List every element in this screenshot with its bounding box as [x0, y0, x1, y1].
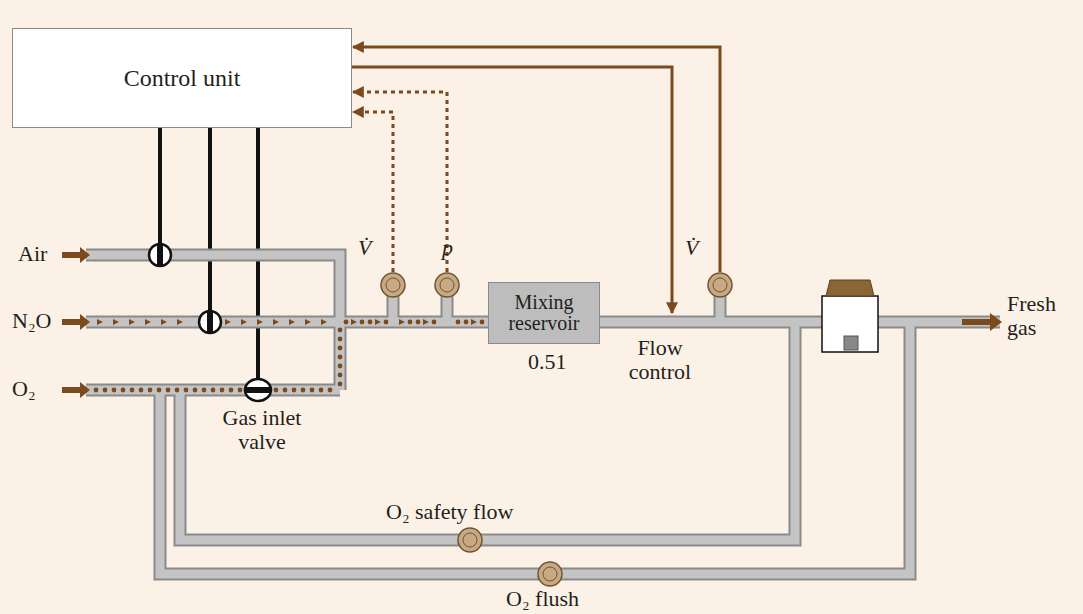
flow-control-line: [352, 67, 672, 313]
flow-regulator: [458, 528, 562, 586]
flow-sensor: V̇: [380, 272, 406, 298]
sensor-symbol: [434, 272, 460, 298]
fresh-gas-arrow: [962, 313, 1002, 331]
sensor-symbol-label: V̇: [358, 236, 371, 260]
node-label: Mixing reservoir: [505, 292, 583, 334]
flow-sensor: V̇: [707, 272, 733, 298]
sensor-symbol-label: p: [442, 236, 453, 260]
gas-name: Air: [18, 242, 47, 266]
pressure-sensor: p: [434, 272, 460, 298]
signal-line: [353, 92, 447, 272]
vaporizer: [822, 280, 878, 352]
part-label: Gas inlet valve: [212, 406, 312, 454]
part-label: O₂ safety flow: [386, 500, 513, 524]
sensor-symbol: [380, 272, 406, 298]
part-label: Flow control: [612, 336, 708, 384]
control-unit: Control unit: [12, 28, 352, 128]
gas-pipe-inner: [86, 255, 1000, 574]
gas-inlet-valve: [149, 244, 271, 401]
gas-name: N₂O: [12, 309, 51, 333]
part-label: O₂ flush: [506, 587, 579, 611]
output-label: Fresh gas: [1007, 292, 1077, 340]
volume-label: 0.51: [528, 350, 567, 374]
sensor-symbol: [707, 272, 733, 298]
gas-pipe: [86, 255, 1000, 574]
inlet-arrow: [62, 247, 90, 398]
gas-name: O₂: [12, 377, 36, 401]
signal-line: [353, 112, 393, 272]
mixing-reservoir: Mixing reservoir: [488, 282, 600, 344]
node-label: Control unit: [124, 66, 241, 90]
measurement-line: [353, 47, 720, 272]
sensor-symbol-label: V̇: [685, 236, 698, 260]
